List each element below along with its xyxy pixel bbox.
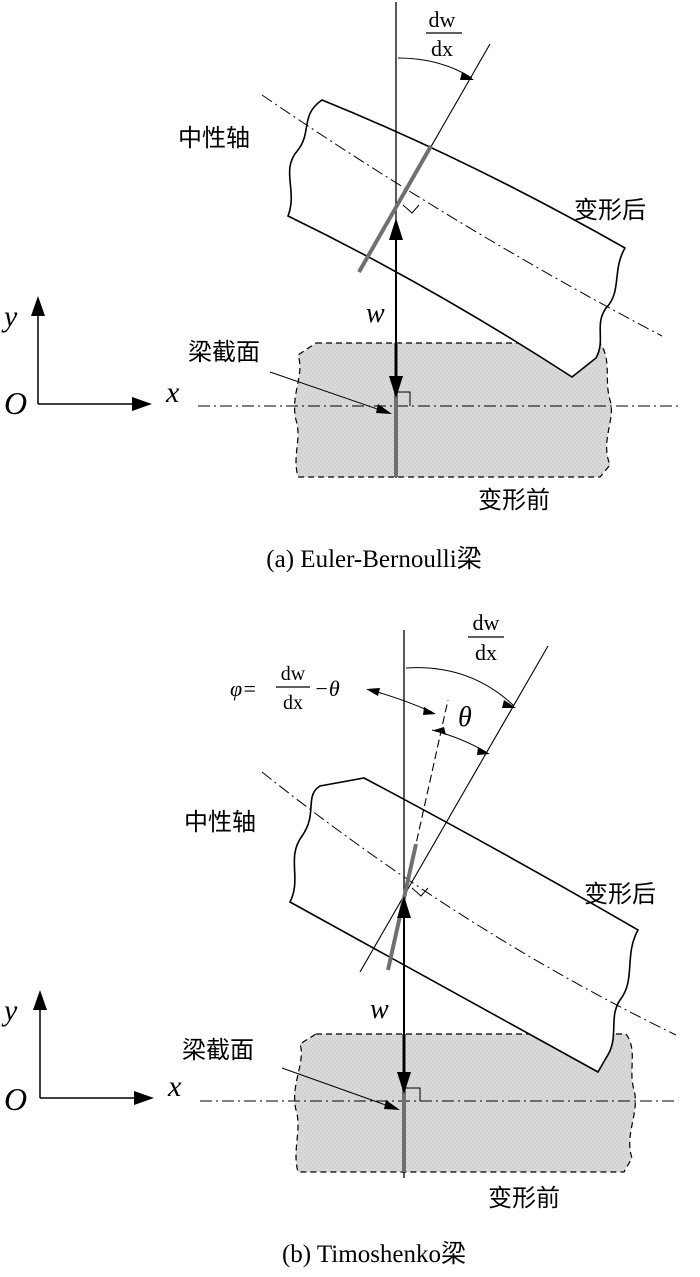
phi-minus-theta-b: −θ: [314, 676, 340, 701]
angle-arc-dwdx-b: [405, 667, 515, 707]
w-label-a: w: [366, 298, 385, 329]
theta-label-b: θ: [458, 702, 472, 733]
panel-a: dw dx 中性轴 变形后 变形前 梁截面 w y x O (a) Euler-…: [1, 2, 678, 573]
section-leader-arrow-b: [384, 1100, 400, 1110]
x-axis-arrow-b: [134, 1091, 154, 1105]
deformed-label-b: 变形后: [584, 880, 656, 908]
panel-b: dw dx φ= dw dx −θ θ 中性轴 变形后 变形前 梁截面 w y …: [1, 610, 677, 1268]
section-leader-arrow-a: [376, 404, 392, 414]
angle-arc-theta-arrow-b: [434, 727, 446, 735]
section-leader-b: [281, 1067, 395, 1109]
undeformed-label-a: 变形前: [478, 486, 550, 514]
section-direction-dashed-b: [387, 699, 449, 971]
fraction-denominator-a: dx: [431, 36, 453, 61]
phi-fraction-denominator-b: dx: [283, 692, 303, 714]
neutral-axis-curve-a: [261, 94, 663, 337]
fraction-numerator-a: dw: [429, 7, 456, 32]
neutral-axis-label-a: 中性轴: [178, 124, 250, 152]
origin-label-a: O: [4, 385, 27, 421]
fraction-denominator-b: dx: [475, 640, 497, 665]
angle-arc-phi-arrow-b: [366, 688, 380, 696]
y-axis-arrow-a: [31, 296, 45, 316]
rotated-normal-line-b: [359, 645, 549, 973]
y-axis-arrow-b: [33, 990, 47, 1010]
angle-arc-dwdx-arrow-b: [502, 700, 516, 708]
caption-b: (b) Timoshenko梁: [282, 1240, 466, 1268]
fraction-numerator-b: dw: [473, 610, 500, 635]
undeformed-beam-a: [294, 342, 612, 478]
phi-symbol-b: φ=: [230, 676, 257, 701]
right-angle-after-a: [402, 204, 420, 214]
right-angle-after-b: [411, 887, 429, 897]
angle-arc-phi-b: [369, 689, 433, 713]
section-label-a: 梁截面: [188, 338, 260, 366]
w-arrow-up-a: [389, 218, 403, 240]
neutral-axis-curve-b: [261, 771, 677, 1036]
phi-fraction-numerator-b: dw: [281, 663, 306, 685]
section-leader-a: [269, 371, 387, 413]
w-label-b: w: [370, 994, 389, 1025]
y-axis-label-b: y: [1, 994, 18, 1027]
caption-a: (a) Euler-Bernoulli梁: [266, 545, 481, 573]
angle-arc-theta-arrow2-b: [477, 747, 490, 755]
y-axis-label-a: y: [1, 300, 18, 333]
cross-section-after-a: [357, 145, 433, 273]
angle-arc-a: [397, 57, 473, 79]
origin-label-b: O: [4, 1081, 27, 1117]
deformed-beam-b: [288, 777, 640, 1074]
angle-arc-phi-arrow2-b: [423, 707, 436, 715]
undeformed-beam-b: [294, 1033, 636, 1173]
w-arrow-down-b: [397, 1072, 411, 1094]
undeformed-label-b: 变形前: [488, 1184, 560, 1212]
x-axis-arrow-a: [132, 397, 152, 411]
deformed-beam-a: [286, 99, 627, 378]
neutral-axis-label-b: 中性轴: [184, 808, 256, 836]
x-axis-label-b: x: [167, 1070, 182, 1103]
right-angle-before-a: [397, 391, 411, 406]
section-label-b: 梁截面: [182, 1036, 254, 1064]
w-arrow-down-a: [389, 376, 403, 398]
angle-arc-arrow-a: [460, 72, 474, 80]
right-angle-before-b: [405, 1087, 421, 1101]
w-arrow-up-b: [397, 896, 411, 918]
deformed-label-a: 变形后: [574, 196, 646, 224]
x-axis-label-a: x: [165, 376, 180, 409]
